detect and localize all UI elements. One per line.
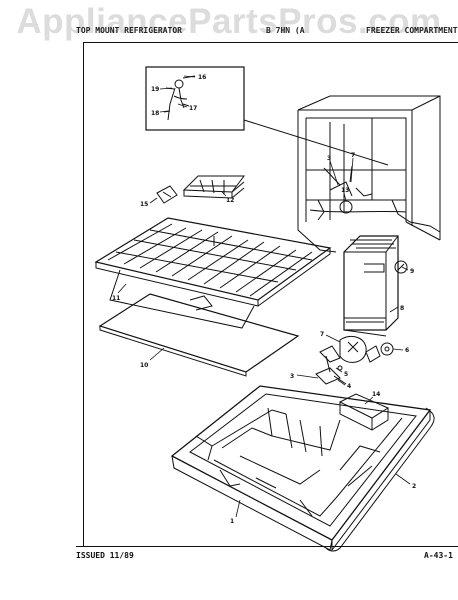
thermostat-knob-part-9 [394,260,408,274]
page-header: TOP MOUNT REFRIGERATOR B 7HN (A FREEZER … [76,24,458,38]
header-left-text: TOP MOUNT REFRIGERATOR [76,26,182,35]
footer-issued: ISSUED 11/89 [76,551,134,560]
freezer-liner-part-10 [98,293,300,377]
callout-18: 18 [151,110,159,117]
footer-rule [76,546,458,547]
callout-19: 19 [151,86,159,93]
callout-13: 13 [341,187,349,194]
evaporator-block-part-14 [338,393,390,431]
callout-8: 8 [400,305,404,312]
inset-detail-box [145,66,245,131]
callout-12: 12 [226,197,234,204]
freezer-floor-part-1 [170,385,432,552]
callout-3: 3 [290,373,294,380]
callout-2: 2 [412,483,416,490]
callout-11: 11 [112,295,120,302]
callout-7-upper: 7 [351,152,355,159]
freezer-shelf-part-11 [94,217,332,329]
callout-9: 9 [410,268,414,275]
watermark: AppliancePartsPros.com [16,2,442,41]
callout-4: 4 [347,383,351,390]
shelf-clip-part-15 [156,185,178,204]
shelf-bracket-part-12 [182,175,245,199]
door-gasket-part-2 [325,407,435,552]
callout-5: 5 [344,371,348,378]
callout-14: 14 [372,391,380,398]
callout-16: 16 [198,74,206,81]
callout-6: 6 [405,347,409,354]
diagram-frame [83,42,458,546]
freezer-cabinet [297,95,441,253]
callout-1: 1 [230,518,234,525]
header-section-text: FREEZER COMPARTMENT [366,26,458,35]
header-model-text: B 7HN (A [266,26,305,35]
callout-17: 17 [189,105,197,112]
footer-page-number: A-43-1 [424,551,453,560]
callout-3-upper: 3 [327,155,331,162]
callout-7: 7 [320,331,324,338]
callout-15: 15 [140,201,148,208]
callout-10: 10 [140,362,148,369]
fan-motor-assembly [315,336,394,385]
evaporator-cover-part-8 [343,235,399,337]
